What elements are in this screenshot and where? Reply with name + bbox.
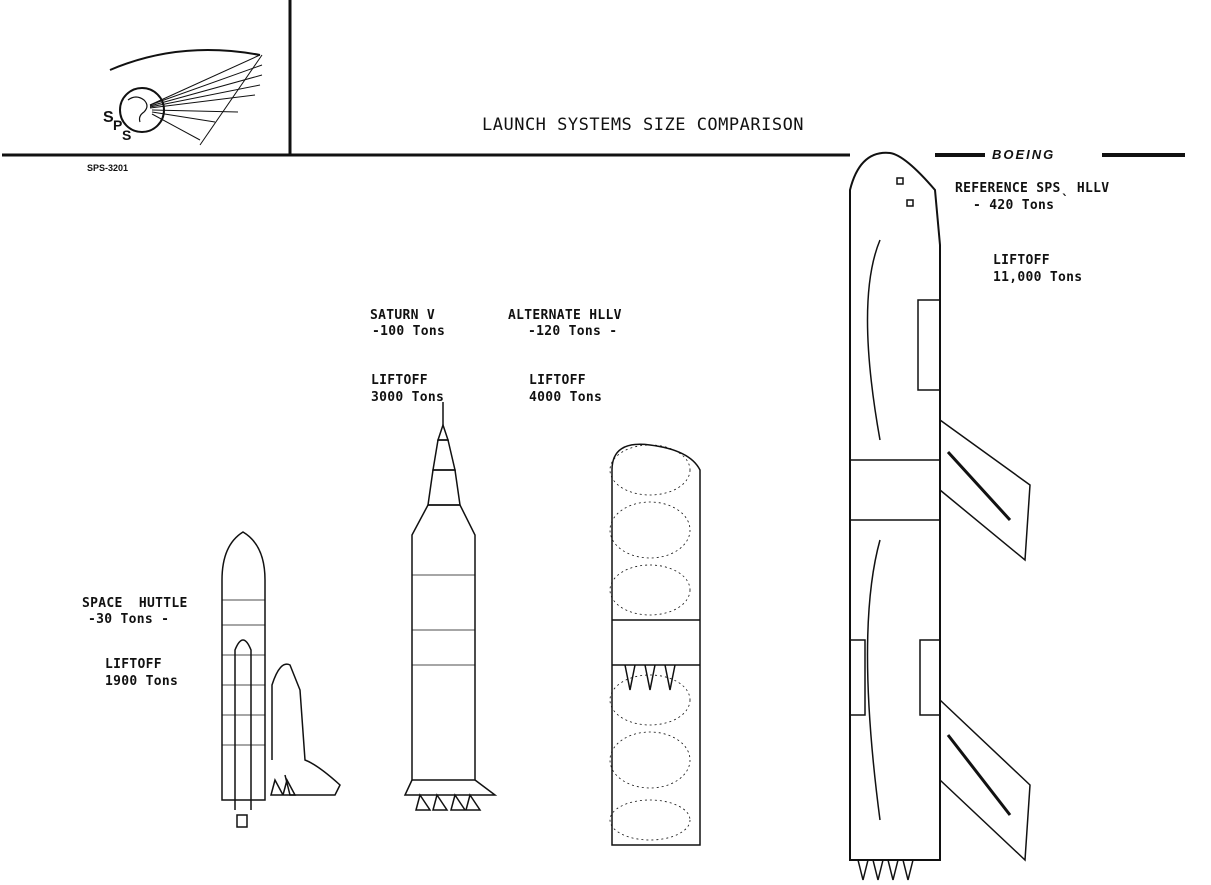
svg-text:P: P — [113, 117, 122, 133]
alternate-hllv-name: ALTERNATE HLLV — [508, 308, 622, 323]
sps-logo: S P S — [103, 49, 263, 146]
reference-hllv-liftoff: 11,000 Tons — [993, 270, 1083, 285]
alternate-hllv-drawing — [609, 443, 701, 846]
space-shuttle-name: SPACE HUTTLE — [82, 596, 188, 611]
space-shuttle-liftoff-label: LIFTOFF — [105, 657, 162, 672]
reference-hllv-liftoff-label: LIFTOFF — [993, 253, 1050, 268]
alternate-hllv-liftoff: 4000 Tons — [529, 390, 603, 405]
saturn-v-payload: -100 Tons — [372, 324, 446, 339]
space-shuttle-payload: -30 Tons - — [88, 612, 170, 627]
reference-hllv-name: REFERENCE SPSˎ HLLV — [955, 181, 1110, 196]
space-shuttle-drawing — [221, 531, 341, 828]
document-id: SPS-3201 — [87, 163, 129, 173]
alternate-hllv-payload: -120 Tons - — [528, 324, 618, 339]
space-shuttle-liftoff: 1900 Tons — [105, 674, 179, 689]
saturn-v-drawing — [403, 402, 498, 811]
boeing-logo: BOEING — [992, 147, 1056, 162]
saturn-v-name: SATURN V — [370, 308, 436, 323]
saturn-v-liftoff: 3000 Tons — [371, 390, 445, 405]
svg-text:S: S — [122, 127, 131, 143]
reference-hllv-payload: - 420 Tons — [973, 198, 1055, 213]
svg-text:S: S — [103, 109, 114, 126]
saturn-v-liftoff-label: LIFTOFF — [371, 373, 428, 388]
reference-sps-hllv-drawing — [849, 151, 1031, 881]
page-title: LAUNCH SYSTEMS SIZE COMPARISON — [482, 115, 805, 135]
alternate-hllv-liftoff-label: LIFTOFF — [529, 373, 586, 388]
